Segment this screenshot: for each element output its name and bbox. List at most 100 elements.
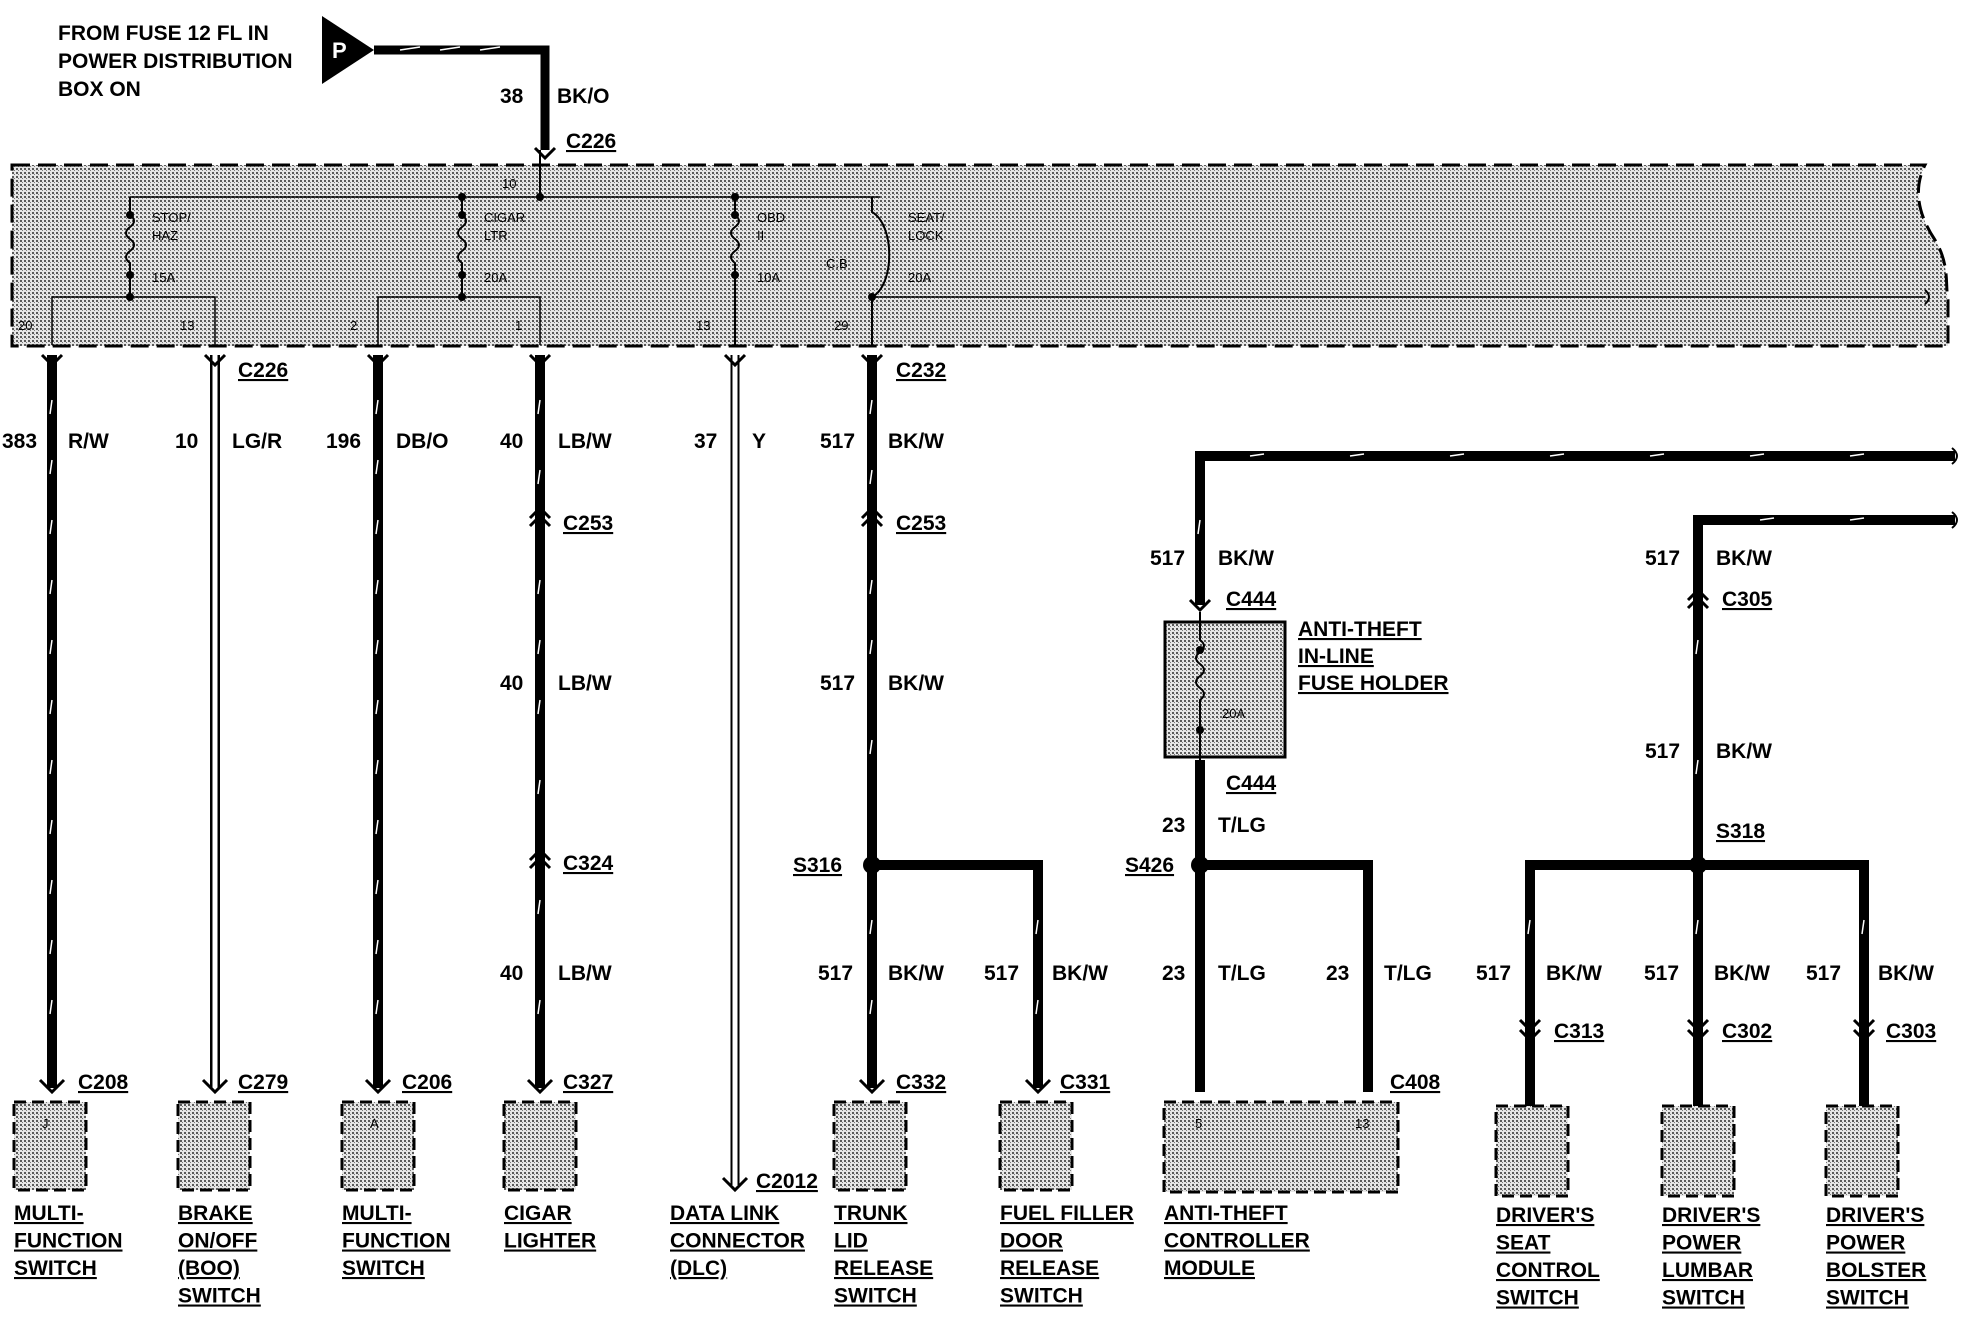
component-caption-line: FUNCTION — [14, 1230, 123, 1253]
fuse-2-name-1: CIGAR — [484, 210, 525, 225]
panel-continuation-icon — [1924, 289, 1930, 305]
component-box-multifunction-1 — [12, 1100, 88, 1192]
wire-stripe — [399, 46, 501, 51]
w517-at-num: 517 — [1150, 547, 1185, 570]
component-caption-line: RELEASE — [1000, 1257, 1099, 1280]
fuse-3-name-2: II — [757, 228, 764, 243]
conn-c444-a: C444 — [1226, 588, 1277, 611]
component-caption-line: DRIVER'S — [1496, 1204, 1594, 1227]
component-captions: MULTI-FUNCTIONSWITCHBRAKEON/OFF(BOO)SWIT… — [14, 1202, 1926, 1310]
source-flag-icon — [322, 16, 374, 84]
pin-1: 1 — [515, 318, 522, 333]
fuse-2-rating: 20A — [484, 270, 507, 285]
component-caption-line: FUNCTION — [342, 1230, 451, 1253]
fuse-holder-label-3: FUSE HOLDER — [1298, 672, 1449, 695]
wire-517-antitheft — [1195, 451, 1955, 605]
component-caption-line: (BOO) — [178, 1257, 240, 1280]
pin-a: A — [370, 1116, 379, 1131]
component-caption-line: FUEL FILLER — [1000, 1202, 1134, 1225]
wire-517-fuel — [872, 860, 1043, 1088]
w517-c302-color: BK/W — [1714, 962, 1770, 985]
antitheft-fuse-holder: 20A ANTI-THEFT IN-LINE FUSE HOLDER — [1163, 612, 1449, 770]
component-box-trunk — [832, 1100, 908, 1192]
component-box-multifunction-2 — [340, 1100, 416, 1192]
w517-color-3: BK/W — [888, 962, 944, 985]
w517-c313-num: 517 — [1476, 962, 1511, 985]
component-caption-line: MULTI- — [14, 1202, 84, 1225]
w40-color-1: LB/W — [558, 430, 612, 453]
w517-fuel-color: BK/W — [1052, 962, 1108, 985]
component-caption-line: CONNECTOR — [670, 1230, 805, 1253]
component-box-bolster — [1824, 1104, 1900, 1198]
component-caption-line: CONTROL — [1496, 1259, 1600, 1282]
component-caption-line: SWITCH — [834, 1285, 917, 1308]
conn-c302: C302 — [1722, 1020, 1772, 1043]
component-caption-line: BOLSTER — [1826, 1259, 1926, 1282]
conn-c2012: C2012 — [756, 1170, 818, 1193]
fuse-1-name-2: HAZ — [152, 228, 178, 243]
fuse-3-rating: 10A — [757, 270, 780, 285]
w23-num-3: 23 — [1326, 962, 1349, 985]
component-box-antitheft — [1162, 1100, 1400, 1194]
wire-517-seat — [1693, 515, 1955, 1108]
wire-runs — [47, 355, 1958, 1185]
source-badge: P — [332, 38, 347, 63]
wire-stripes — [49, 399, 1865, 1015]
w517-num-2: 517 — [820, 672, 855, 695]
component-caption-line: SWITCH — [1662, 1287, 1745, 1310]
w517-seat-num-2: 517 — [1645, 740, 1680, 763]
component-caption-line: LID — [834, 1230, 868, 1253]
w10-num: 10 — [175, 430, 198, 453]
component-caption-line: DATA LINK — [670, 1202, 779, 1225]
w517-color-1: BK/W — [888, 430, 944, 453]
connector-c232: C232 — [896, 359, 946, 382]
component-caption-line: LUMBAR — [1662, 1259, 1753, 1282]
pin-2: 2 — [350, 318, 357, 333]
component-caption-line: (DLC) — [670, 1257, 727, 1280]
pin-20: 20 — [18, 318, 32, 333]
panel-top-pin: 10 — [502, 176, 516, 191]
component-boxes — [12, 1100, 1900, 1198]
w517-c303-color: BK/W — [1878, 962, 1934, 985]
connector-c226-symbol — [533, 146, 557, 161]
pin-13a: 13 — [180, 318, 194, 333]
fuse-4-name-1: SEAT/ — [908, 210, 945, 225]
w383-num: 383 — [2, 430, 37, 453]
wire-38-color: BK/O — [557, 85, 610, 108]
fuse-panel-box — [10, 163, 1950, 348]
fuse-holder-dot — [1196, 646, 1204, 654]
w23-num-2: 23 — [1162, 962, 1185, 985]
wire-38 — [374, 45, 550, 150]
component-caption-line: LIGHTER — [504, 1230, 596, 1253]
conn-c253-b: C253 — [896, 512, 946, 535]
w517-c302-num: 517 — [1644, 962, 1679, 985]
w37-color: Y — [752, 430, 766, 453]
pin-j: J — [42, 1116, 49, 1131]
wire-23 — [1195, 760, 1373, 1092]
w196-num: 196 — [326, 430, 361, 453]
conn-c208: C208 — [78, 1071, 129, 1094]
component-caption-line: ON/OFF — [178, 1230, 257, 1253]
w23-num-1: 23 — [1162, 814, 1185, 837]
splice-s426: S426 — [1125, 854, 1174, 877]
w517-c313-color: BK/W — [1546, 962, 1602, 985]
w517-fuel-num: 517 — [984, 962, 1019, 985]
conn-c305: C305 — [1722, 588, 1773, 611]
splice-s318: S318 — [1716, 820, 1765, 843]
pin-29: 29 — [834, 318, 848, 333]
w517-color-2: BK/W — [888, 672, 944, 695]
w40-color-2: LB/W — [558, 672, 612, 695]
component-caption-line: POWER — [1826, 1232, 1905, 1255]
w23-color-1: T/LG — [1218, 814, 1266, 837]
w517-at-color: BK/W — [1218, 547, 1274, 570]
conn-c444-b: C444 — [1226, 772, 1277, 795]
component-caption-line: POWER — [1662, 1232, 1741, 1255]
conn-c331: C331 — [1060, 1071, 1111, 1094]
wire-labels: 383 R/W C208 10 LG/R C279 196 DB/O C206 … — [2, 430, 1936, 1193]
fuse-1-rating: 15A — [152, 270, 175, 285]
component-caption-line: ANTI-THEFT — [1164, 1202, 1288, 1225]
connector-c226-bottom: C226 — [238, 359, 288, 382]
w23-color-3: T/LG — [1384, 962, 1432, 985]
source-line-3: BOX ON — [58, 78, 141, 101]
